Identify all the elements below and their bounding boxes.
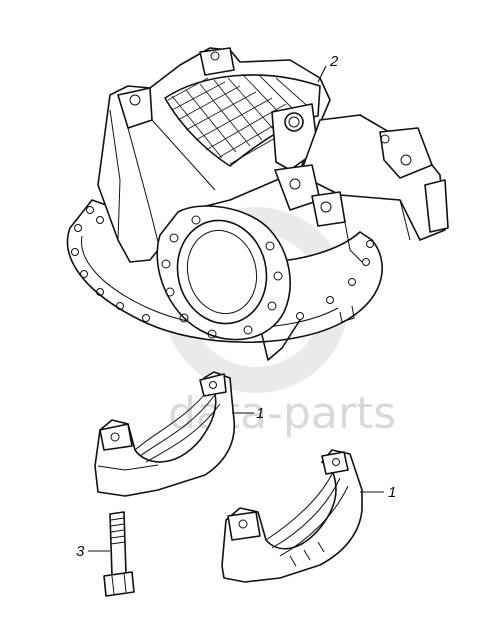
callout-1-upper: 1: [232, 405, 264, 422]
bracket-boss-right: [379, 127, 433, 179]
callout-1-upper-label: 1: [256, 405, 264, 422]
bolt: [103, 511, 135, 597]
bearing-cap-lower: [221, 449, 363, 583]
callout-2-label: 2: [329, 53, 339, 70]
callout-1-lower: 1: [360, 484, 396, 501]
watermark-text: data-parts: [168, 388, 396, 439]
callout-3-label: 3: [76, 543, 85, 560]
bearing-cap-upper: [94, 371, 236, 497]
callout-1-lower-label: 1: [388, 484, 396, 501]
flange-bolt-holes: [71, 206, 374, 322]
callout-2: 2: [317, 53, 339, 83]
differential-housing: [66, 47, 449, 361]
bracket-boss-low: [311, 191, 346, 227]
oil-plug-boss: [271, 103, 319, 171]
callout-3: 3: [76, 543, 110, 560]
bore-bolt-holes: [161, 215, 283, 339]
